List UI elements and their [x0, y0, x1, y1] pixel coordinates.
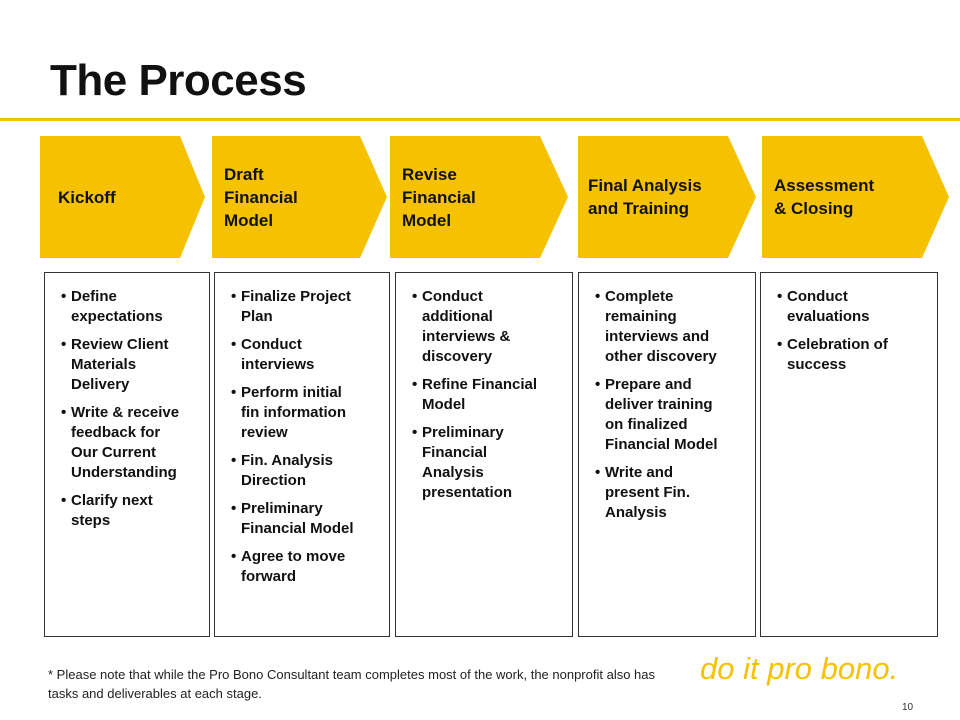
stage-label: Kickoff — [58, 187, 116, 207]
list-item: Conduct interviews — [231, 335, 383, 375]
list-item: Write and present Fin. Analysis — [595, 463, 749, 523]
title-divider — [0, 118, 960, 121]
stage-box-final-analysis: Complete remaining interviews and other … — [578, 272, 756, 637]
list-item: Write & receive feedback for Our Current… — [61, 403, 203, 483]
stage-label: Draft Financial Model — [224, 164, 298, 230]
footnote: * Please note that while the Pro Bono Co… — [48, 667, 656, 701]
list-item: Refine Financial Model — [412, 375, 566, 415]
list-item: Fin. Analysis Direction — [231, 451, 383, 491]
stage-chevron-final-analysis: Final Analysis and Training — [578, 136, 756, 258]
stage-item-list: Conduct additional interviews & discover… — [396, 273, 572, 503]
stage-box-revise-model: Conduct additional interviews & discover… — [395, 272, 573, 637]
stage-box-kickoff: Define expectations Review Client Materi… — [44, 272, 210, 637]
stage-label: Assessment & Closing — [774, 176, 875, 218]
stage-chevron-revise-model: Revise Financial Model — [390, 136, 568, 258]
stage-label: Revise Financial Model — [402, 164, 476, 230]
list-item: Complete remaining interviews and other … — [595, 287, 749, 367]
tagline: do it pro bono. — [700, 651, 899, 686]
stage-chevron-draft-model: Draft Financial Model — [212, 136, 387, 258]
list-item: Prepare and deliver training on finalize… — [595, 375, 749, 455]
stage-chevron-assessment: Assessment & Closing — [762, 136, 949, 258]
stage-box-assessment: Conduct evaluations Celebration of succe… — [760, 272, 938, 637]
stage-item-list: Complete remaining interviews and other … — [579, 273, 755, 523]
stage-item-list: Define expectations Review Client Materi… — [45, 273, 209, 531]
list-item: Celebration of success — [777, 335, 931, 375]
list-item: Preliminary Financial Analysis presentat… — [412, 423, 566, 503]
list-item: Define expectations — [61, 287, 203, 327]
page-title: The Process — [50, 56, 307, 105]
stage-item-list: Finalize Project Plan Conduct interviews… — [215, 273, 389, 587]
list-item: Finalize Project Plan — [231, 287, 383, 327]
stage-item-list: Conduct evaluations Celebration of succe… — [761, 273, 937, 375]
page-number: 10 — [902, 702, 914, 713]
list-item: Conduct evaluations — [777, 287, 931, 327]
stage-chevron-kickoff: Kickoff — [40, 136, 205, 258]
list-item: Clarify next steps — [61, 491, 203, 531]
list-item: Preliminary Financial Model — [231, 499, 383, 539]
stage-box-draft-model: Finalize Project Plan Conduct interviews… — [214, 272, 390, 637]
list-item: Conduct additional interviews & discover… — [412, 287, 566, 367]
stage-label: Final Analysis and Training — [588, 176, 702, 218]
list-item: Agree to move forward — [231, 547, 383, 587]
list-item: Review Client Materials Delivery — [61, 335, 203, 395]
list-item: Perform initial fin information review — [231, 383, 383, 443]
